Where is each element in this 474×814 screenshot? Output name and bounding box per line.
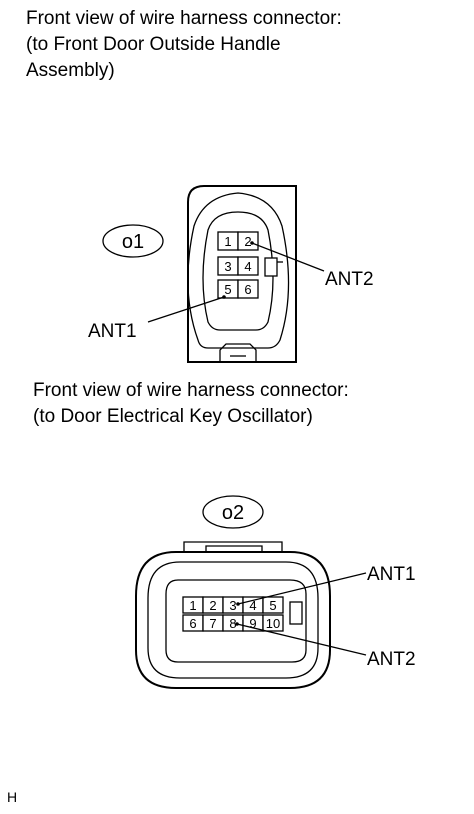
connector1-pin-1: 1 (224, 234, 231, 249)
connector2-code-badge: o2 (202, 495, 264, 529)
connector2-top-bump (183, 541, 283, 552)
connector2-label-ant1: ANT1 (367, 564, 416, 585)
connector2-pin-9: 9 (249, 616, 256, 631)
connector2-frame (165, 579, 307, 663)
connector1-label-ant2: ANT2 (325, 269, 374, 290)
connector1-caption-line2: (to Front Door Outside Handle (26, 34, 281, 55)
connector2-cavity-10 (262, 614, 284, 632)
connector1-side-key (264, 257, 278, 277)
connector1-pin-4: 4 (244, 259, 251, 274)
connector1-frame (202, 211, 274, 331)
connector2-housing (135, 551, 331, 689)
connector2-caption-line2: (to Door Electrical Key Oscillator) (33, 406, 313, 427)
connector2-code: o2 (222, 502, 244, 524)
connector1-pin-6: 6 (244, 282, 251, 297)
connector2-pin-4: 4 (249, 598, 256, 613)
connector1-code-ellipse (102, 224, 164, 258)
connector1-cavity-2 (237, 231, 259, 251)
connector2-code-ellipse (202, 495, 264, 529)
connector1-latch (219, 343, 257, 362)
connector1-cavity-6 (237, 279, 259, 299)
connector2-leader-ant2-dot (235, 622, 239, 626)
connector2-side-key (289, 601, 303, 625)
connector2-caption-line1: Front view of wire harness connector: (33, 380, 349, 401)
connector2-pin-7: 7 (209, 616, 216, 631)
connector1-leader-ant2 (251, 242, 325, 272)
connector1-caption-line1: Front view of wire harness connector: (26, 8, 342, 29)
connector2-pin-6: 6 (189, 616, 196, 631)
connector1-leader-ant1 (147, 296, 225, 323)
connector1-housing-inner (187, 192, 290, 349)
connector1-label-ant1: ANT1 (88, 321, 137, 342)
connector2-label-ant2: ANT2 (367, 649, 416, 670)
connector1-diagram: o1 1 2 3 4 5 6 ANT2 ANT1 (88, 185, 374, 363)
connector2-leader-ant2 (236, 623, 367, 656)
connector2-pin-3: 3 (229, 598, 236, 613)
connector2-pin-2: 2 (209, 598, 216, 613)
connector1-caption-line3: Assembly) (26, 60, 115, 81)
connector1-caption: Front view of wire harness connector: (t… (26, 6, 342, 84)
connector2-pin-1: 1 (189, 598, 196, 613)
connector1-cavity-4 (237, 256, 259, 276)
connector2-diagram: o2 1 2 3 4 5 6 7 8 9 10 (135, 495, 416, 689)
connector2-cavity-5 (262, 596, 284, 614)
connector1-leader-ant1-dot (222, 295, 226, 299)
connector1-leader-ant2-dot (250, 241, 254, 245)
connector2-housing-inner (147, 561, 319, 679)
connector2-caption: Front view of wire harness connector: (t… (33, 378, 349, 430)
connector2-pin-10: 10 (266, 616, 280, 631)
connector2-leader-ant1-dot (236, 602, 240, 606)
connector1-pin-3: 3 (224, 259, 231, 274)
connector1-code: o1 (122, 231, 144, 253)
connector2-leader-ant1 (237, 572, 367, 605)
connector1-housing (187, 185, 297, 363)
connector1-pin-2: 2 (244, 234, 251, 249)
connector2-pin-5: 5 (269, 598, 276, 613)
connector1-pin-5: 5 (224, 282, 231, 297)
figure-code: H (7, 789, 18, 805)
connector2-top-tab (205, 545, 263, 552)
connector2-pin-8: 8 (229, 616, 236, 631)
connector1-code-badge: o1 (102, 224, 164, 258)
